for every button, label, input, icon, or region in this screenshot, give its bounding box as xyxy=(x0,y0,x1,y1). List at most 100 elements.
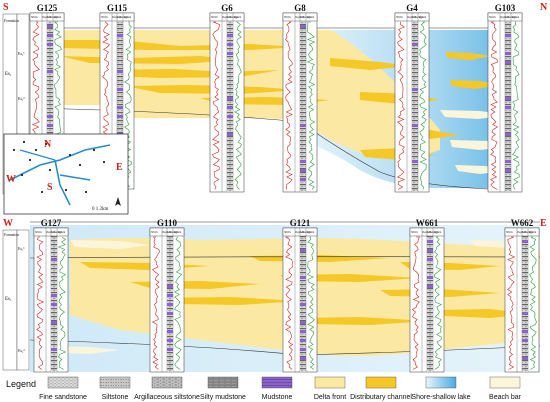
column-header: SP/mv xyxy=(396,16,404,19)
well-name: W661 xyxy=(416,218,439,228)
bottom-formation-header: Formation xyxy=(4,233,19,237)
column-header: Rt/Ωm xyxy=(58,231,65,234)
rt-curve xyxy=(306,236,315,370)
column-header: SP/mv xyxy=(151,231,159,234)
legend-item-channel: Distributary channel xyxy=(350,376,412,401)
column-header: Rt/Ωm xyxy=(529,231,536,234)
column-header: Rt/Ωm xyxy=(234,16,241,19)
top-es1-label: Es₁ xyxy=(5,72,12,77)
rt-curve xyxy=(529,236,537,370)
bottom-es1-upper-label: Es₁¹ xyxy=(18,246,25,251)
well-name: G6 xyxy=(221,3,233,13)
top-es1-upper-label: Es₁¹ xyxy=(18,51,25,56)
column-header: Rt/Ωm xyxy=(307,231,314,234)
column-header: Depth/m xyxy=(42,16,51,19)
legend-swatch xyxy=(207,376,239,389)
inset-east: E xyxy=(116,162,123,173)
top-es1-lower-label: Es₁² xyxy=(18,96,25,101)
sp-curve xyxy=(212,21,220,190)
column-header: Depth/m xyxy=(112,16,121,19)
column-header: SP/mv xyxy=(101,16,109,19)
inset-location-map: N W S E 0 1 2km xyxy=(3,133,129,215)
column-header: Depth/m xyxy=(295,231,304,234)
rt-curve xyxy=(306,21,316,190)
column-header: Lithology xyxy=(523,231,534,234)
column-header: Depth/m xyxy=(46,231,55,234)
legend-label: Beach bar xyxy=(489,394,522,401)
legend-label: Shore-shallow lake xyxy=(411,394,470,401)
well-name: G115 xyxy=(107,3,128,13)
sp-curve xyxy=(507,236,516,370)
column-header: SP/mv xyxy=(411,231,419,234)
column-header: Lithology xyxy=(118,16,129,19)
column-header: SP/mv xyxy=(31,16,39,19)
sp-curve xyxy=(396,21,406,190)
sp-curve xyxy=(285,21,293,190)
legend-swatch xyxy=(47,376,79,389)
inset-scale: 0 1 2km xyxy=(92,207,109,212)
top-end-direction: N xyxy=(540,2,548,13)
column-header: SP/mv xyxy=(489,16,497,19)
legend-label: Delta front xyxy=(314,394,346,401)
column-header: Lithology xyxy=(506,16,517,19)
rt-curve xyxy=(434,236,442,370)
column-header: Depth/m xyxy=(517,231,526,234)
column-header: SP/mv xyxy=(284,16,292,19)
column-header: Lithology xyxy=(52,231,63,234)
column-header: Depth/m xyxy=(422,231,431,234)
column-header: SP/mv xyxy=(284,231,292,234)
column-header: SP/mv xyxy=(506,231,514,234)
sp-curve xyxy=(285,236,294,370)
column-header: Rt/Ωm xyxy=(54,16,61,19)
inset-north: N xyxy=(44,139,52,150)
sp-curve xyxy=(489,21,499,190)
legend-item-lake: Shore-shallow lake xyxy=(411,376,471,401)
column-header: Rt/Ωm xyxy=(434,231,441,234)
legend-item-mud: Mudstone xyxy=(262,376,292,401)
well-name: W662 xyxy=(511,218,534,228)
legend-label: Distributary channel xyxy=(350,394,412,401)
legend-item-deltafront: Delta front xyxy=(314,376,346,401)
column-header: Rt/Ωm xyxy=(512,16,519,19)
column-header: Lithology xyxy=(301,16,312,19)
legend-label: Silty mudstone xyxy=(200,394,246,401)
rt-curve xyxy=(419,21,427,190)
top-start-direction: S xyxy=(3,2,9,13)
column-header: Depth/m xyxy=(500,16,509,19)
bottom-formation-labels: Formation Es₁ Es₁¹ Es₁² xyxy=(2,229,30,371)
legend-item-siltymud: Silty mudstone xyxy=(200,376,246,401)
bottom-es1-lower-label: Es₁² xyxy=(18,348,25,353)
legend-swatch xyxy=(99,376,131,389)
inset-north-arrow-icon xyxy=(115,197,121,206)
bottom-end-direction: E xyxy=(540,218,547,229)
column-header: Rt/Ωm xyxy=(124,16,131,19)
well-name: G110 xyxy=(157,218,178,228)
well-name: G103 xyxy=(495,3,516,13)
column-header: Rt/Ωm xyxy=(307,16,314,19)
sp-curve xyxy=(411,236,420,370)
legend-swatch xyxy=(151,376,183,389)
column-header: Depth/m xyxy=(222,16,231,19)
column-header: Depth/m xyxy=(295,16,304,19)
column-header: SP/mv xyxy=(35,231,43,234)
column-header: Lithology xyxy=(48,16,59,19)
well-name: G127 xyxy=(41,218,62,228)
column-header: Depth/m xyxy=(162,231,171,234)
column-header: Depth/m xyxy=(407,16,416,19)
well-name: G121 xyxy=(290,218,311,228)
well-name: G125 xyxy=(37,3,58,13)
column-header: Lithology xyxy=(301,231,312,234)
rt-curve xyxy=(512,21,520,190)
bottom-es1-label: Es₁ xyxy=(5,297,12,302)
